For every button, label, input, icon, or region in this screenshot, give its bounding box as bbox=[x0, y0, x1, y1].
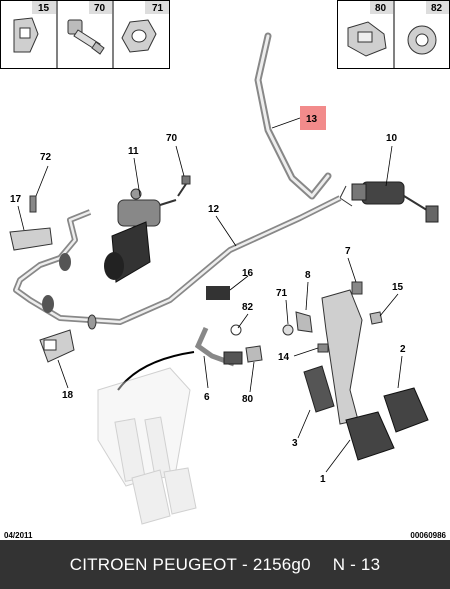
box-label-71: 71 bbox=[152, 3, 164, 14]
callout-72: 72 bbox=[40, 152, 52, 163]
brake-pedal-pad bbox=[383, 387, 429, 433]
callout-10: 10 bbox=[386, 133, 398, 144]
leader-lines bbox=[17, 145, 403, 473]
slave-cylinder-11 bbox=[104, 188, 177, 283]
clip-80-icon bbox=[347, 21, 387, 57]
screw-70 bbox=[177, 175, 191, 197]
banner-brand: CITROEN PEUGEOT bbox=[69, 554, 238, 574]
box-label-bg-70 bbox=[89, 1, 112, 14]
footer-ref: 00060986 bbox=[410, 531, 446, 540]
callout-11: 11 bbox=[128, 146, 139, 157]
fitting-6 bbox=[194, 324, 263, 367]
banner-code: 2156g0 bbox=[252, 554, 311, 574]
box-label-70: 70 bbox=[94, 3, 106, 14]
callout-2: 2 bbox=[400, 344, 406, 355]
box-label-bg-71 bbox=[145, 1, 169, 14]
callout-6: 6 bbox=[204, 392, 210, 403]
callout-17: 17 bbox=[10, 194, 22, 205]
box-label-bg-15 bbox=[32, 1, 56, 14]
master-cylinder-10 bbox=[339, 181, 439, 223]
callout-15: 15 bbox=[392, 282, 404, 293]
callout-12: 12 bbox=[208, 204, 220, 215]
bracket-18 bbox=[39, 329, 75, 363]
callout-14: 14 bbox=[278, 352, 290, 363]
screw-icon bbox=[67, 19, 105, 55]
clip-15 bbox=[369, 311, 383, 325]
callout-70: 70 bbox=[166, 133, 178, 144]
arrow-to-pedal-box bbox=[117, 351, 195, 391]
bushing-8 bbox=[295, 311, 313, 333]
clip-16 bbox=[206, 275, 249, 300]
bracket-17 bbox=[9, 195, 53, 251]
box-label-80: 80 bbox=[375, 3, 387, 14]
nut-icon bbox=[121, 19, 157, 53]
hose-grommet bbox=[59, 253, 71, 271]
callout-18: 18 bbox=[62, 390, 74, 401]
spring-3 bbox=[303, 365, 335, 413]
clutch-pedal-pad bbox=[345, 411, 395, 461]
callout-3: 3 bbox=[292, 438, 298, 449]
fastener-box-right: 80 82 bbox=[337, 0, 450, 69]
bolt-7 bbox=[351, 281, 363, 295]
caption-banner: CITROEN PEUGEOT - 2156g0 N - 13 bbox=[0, 540, 450, 589]
banner-separator: - bbox=[237, 554, 253, 574]
callout-13-highlight bbox=[300, 106, 326, 130]
box-label-bg-80 bbox=[370, 1, 393, 14]
nut-71 bbox=[282, 324, 294, 336]
callout-8: 8 bbox=[305, 270, 311, 281]
fastener-box-left: 15 70 71 bbox=[0, 0, 170, 69]
pedal-box-ghost bbox=[97, 367, 197, 525]
callout-7: 7 bbox=[345, 246, 351, 257]
parts-diagram: 15 70 71 80 82 bbox=[0, 0, 450, 525]
callout-82: 82 bbox=[242, 302, 254, 313]
pedal-assembly bbox=[282, 281, 429, 461]
box-label-bg-82 bbox=[426, 1, 449, 14]
clip-80 bbox=[245, 345, 263, 363]
washer-icon bbox=[407, 25, 437, 55]
hose-grommet bbox=[42, 295, 54, 313]
callout-80: 80 bbox=[242, 394, 254, 405]
callout-1: 1 bbox=[320, 474, 326, 485]
banner-section: N - 13 bbox=[332, 554, 381, 574]
screw-14 bbox=[317, 343, 329, 353]
callout-16: 16 bbox=[242, 268, 254, 279]
callout-13: 13 bbox=[306, 114, 318, 125]
hose-clamp bbox=[87, 314, 97, 330]
callout-71: 71 bbox=[276, 288, 288, 299]
box-label-15: 15 bbox=[38, 3, 50, 14]
box-label-82: 82 bbox=[431, 3, 443, 14]
footer-date: 04/2011 bbox=[4, 531, 33, 540]
